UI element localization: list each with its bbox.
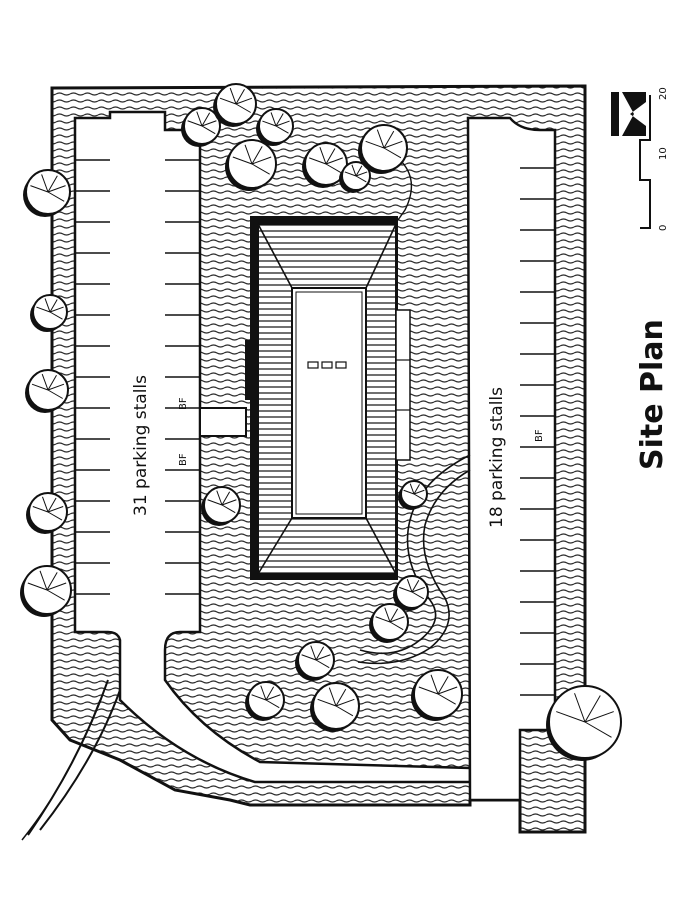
- west-lot-accessible-mark-1: BF: [178, 453, 189, 466]
- east-lot-stall-count: 18 parking stalls: [487, 387, 507, 528]
- tree-icon: [201, 486, 241, 526]
- east-stall-lines: [520, 167, 555, 696]
- building-flat-roof: [291, 287, 367, 519]
- tree-icon: [20, 565, 72, 617]
- west-stall-lines-outer: [75, 159, 110, 595]
- tree-icon: [256, 108, 294, 146]
- tree-icon: [30, 294, 68, 332]
- tree-icon: [398, 480, 428, 510]
- stylized-k-logo-icon: [611, 92, 646, 136]
- tree-icon: [225, 139, 277, 191]
- tree-icon: [25, 369, 69, 413]
- tree-icon: [295, 641, 335, 681]
- tree-icon: [369, 603, 409, 643]
- tree-icon: [23, 169, 71, 217]
- building-walkway: [199, 407, 247, 437]
- east-lot-accessible-mark: BF: [534, 429, 545, 442]
- scale-tick-10: 10: [658, 147, 669, 160]
- scale-tick-0: 0: [658, 225, 669, 231]
- tree-icon: [213, 83, 257, 127]
- tree-icon: [411, 669, 463, 721]
- tree-icon: [339, 161, 371, 193]
- tree-icon: [310, 682, 360, 732]
- trees: [20, 83, 622, 761]
- tree-icon: [302, 142, 348, 188]
- page-title: Site Plan: [635, 319, 670, 470]
- west-parking-lot: [73, 110, 472, 784]
- building: [245, 216, 411, 580]
- tree-icon: [245, 681, 285, 721]
- scale-tick-20: 20: [658, 87, 669, 100]
- tree-icon: [358, 124, 408, 174]
- tree-icon: [181, 107, 221, 147]
- east-parking-lot: [466, 116, 557, 802]
- west-lot-stall-count: 31 parking stalls: [131, 375, 151, 516]
- tree-icon: [26, 492, 68, 534]
- graphic-scale: 0 10 20: [639, 87, 669, 231]
- west-stall-lines-inner: [165, 159, 200, 595]
- tree-icon: [546, 685, 622, 761]
- west-lot-accessible-mark-2: BF: [178, 397, 189, 410]
- tree-icon: [393, 575, 429, 611]
